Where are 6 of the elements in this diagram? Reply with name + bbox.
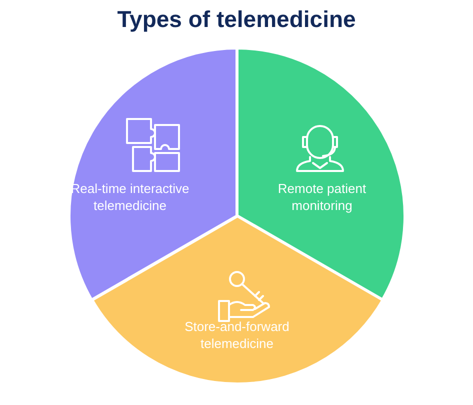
title: Types of telemedicine bbox=[116, 6, 357, 33]
pie-segment bbox=[69, 48, 237, 300]
pie-segment bbox=[92, 216, 382, 384]
segment-label: Store-and-forward telemedicine bbox=[184, 318, 290, 352]
pie-segment bbox=[237, 48, 405, 300]
segment-label: Remote patient monitoring bbox=[276, 180, 368, 214]
